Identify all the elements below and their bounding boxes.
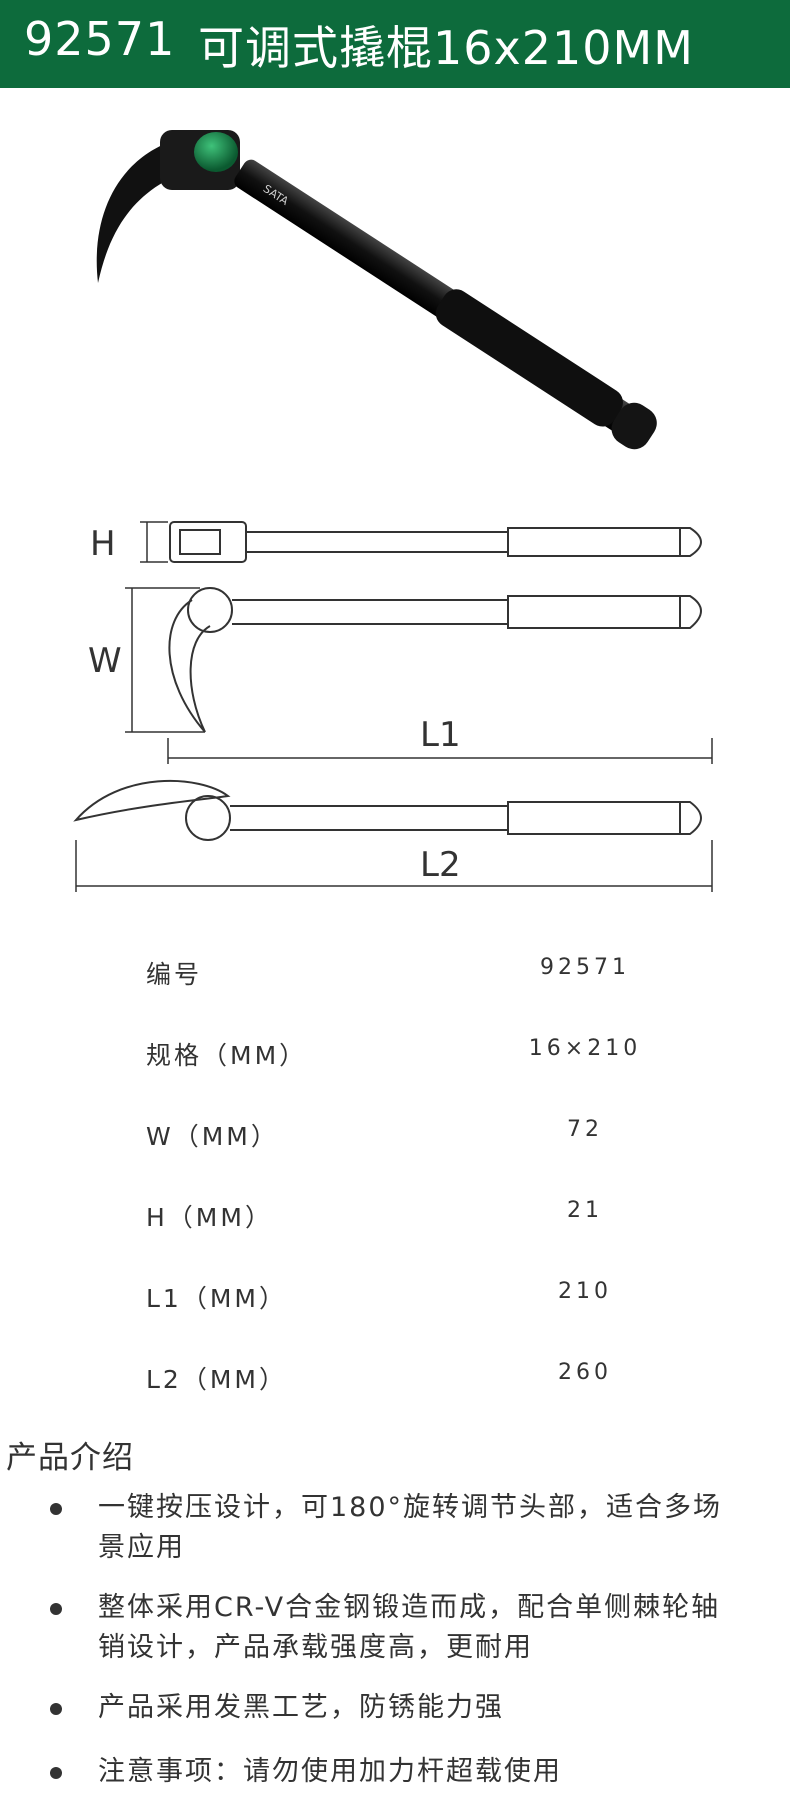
- dim-l2-label: L2: [420, 845, 461, 885]
- list-item-line: 一键按压设计，可180°旋转调节头部，适合多场: [98, 1492, 723, 1523]
- spec-row: L2（MM） 260: [0, 1360, 790, 1400]
- list-item-line: 景应用: [98, 1532, 185, 1563]
- list-item-line: 整体采用CR-V合金钢锻造而成，配合单侧棘轮轴: [98, 1592, 721, 1623]
- spec-row: 规格（MM） 16×210: [0, 1036, 790, 1076]
- spec-value: 21: [567, 1198, 603, 1223]
- spec-value: 16×210: [528, 1036, 642, 1061]
- spec-row: L1（MM） 210: [0, 1279, 790, 1319]
- product-title: 可调式撬棍16x210MM: [198, 21, 694, 75]
- list-item-line: 注意事项：请勿使用加力杆超载使用: [98, 1756, 562, 1787]
- spec-row: H（MM） 21: [0, 1198, 790, 1238]
- spec-label: 编号: [146, 960, 203, 989]
- bullet-icon: [50, 1703, 62, 1715]
- spec-value: 92571: [540, 955, 630, 980]
- spec-label: L2（MM）: [146, 1365, 287, 1394]
- list-item-line: 销设计，产品承载强度高，更耐用: [98, 1632, 533, 1663]
- dim-h-label: H: [90, 524, 116, 564]
- spec-label: 规格（MM）: [146, 1041, 308, 1070]
- page-header: 92571 可调式撬棍16x210MM: [0, 0, 790, 88]
- spec-row: 编号 92571: [0, 955, 790, 995]
- bullet-icon: [50, 1603, 62, 1615]
- release-button-icon: [194, 132, 238, 172]
- dimension-diagram: H W L1 L2: [73, 521, 713, 892]
- spec-row: W（MM） 72: [0, 1117, 790, 1157]
- dim-l1-label: L1: [420, 715, 461, 755]
- spec-label: L1（MM）: [146, 1284, 287, 1313]
- spec-value: 260: [558, 1360, 612, 1385]
- spec-value: 72: [567, 1117, 603, 1142]
- list-item-line: 产品采用发黑工艺，防锈能力强: [98, 1692, 504, 1723]
- dim-w-label: W: [88, 641, 122, 681]
- bullet-icon: [50, 1767, 62, 1779]
- intro-title: 产品介绍: [6, 1440, 134, 1476]
- spec-label: H（MM）: [146, 1203, 273, 1232]
- spec-value: 210: [558, 1279, 612, 1304]
- bullet-icon: [50, 1503, 62, 1515]
- product-code: 92571: [24, 12, 176, 66]
- spec-label: W（MM）: [146, 1122, 279, 1151]
- product-photo: SATA: [96, 130, 657, 450]
